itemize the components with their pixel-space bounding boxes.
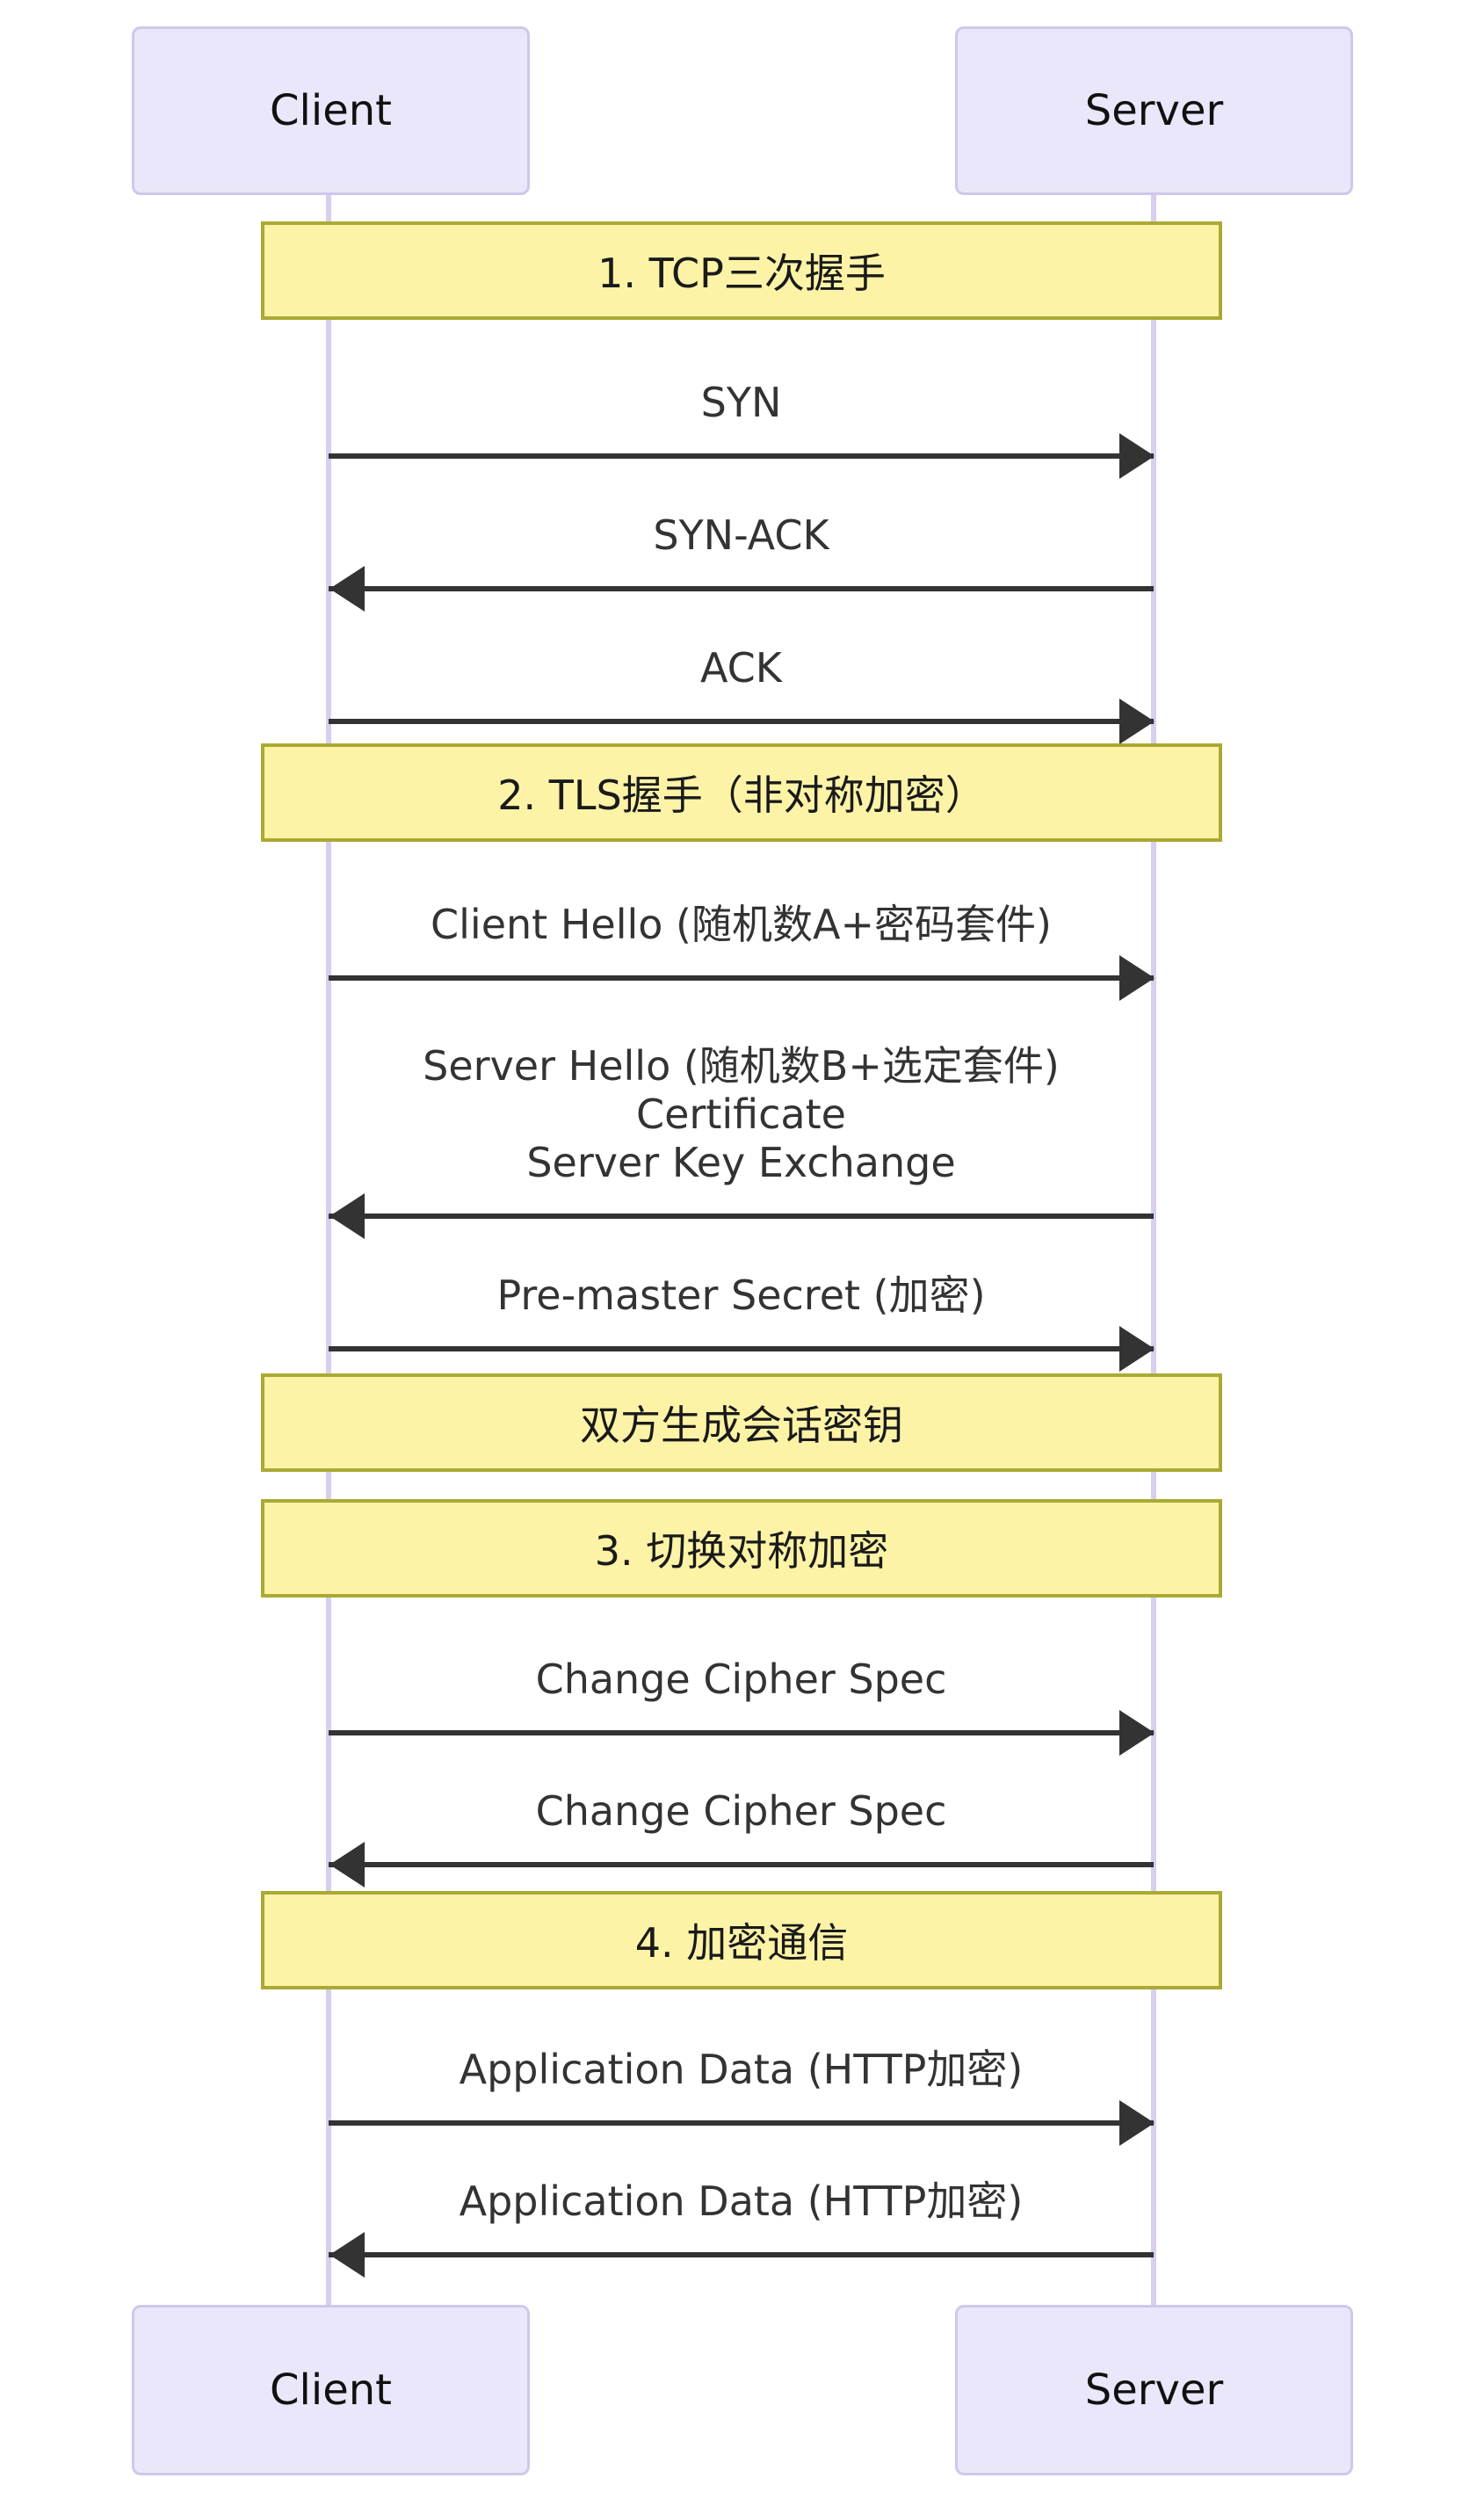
message-line-text: Change Cipher Spec [535, 1787, 947, 1835]
message-text: Application Data (HTTP加密) [329, 2046, 1154, 2094]
lifeline-server [1151, 195, 1156, 2305]
actor-label: Server [1084, 2366, 1224, 2415]
note: 1. TCP三次握手 [261, 221, 1222, 320]
message-line-text: Pre-master Secret (加密) [496, 1272, 986, 1319]
message-arrow-line [329, 2252, 1154, 2257]
message-arrowhead-icon [329, 2232, 365, 2278]
actor-label: Server [1084, 86, 1224, 135]
actor-label: Client [270, 86, 392, 135]
message-arrow-line [329, 719, 1154, 724]
message-arrowhead-icon [1118, 2100, 1155, 2146]
message-line-text: Application Data (HTTP加密) [459, 2046, 1024, 2093]
message-line-text: SYN [700, 379, 782, 426]
note: 4. 加密通信 [261, 1891, 1222, 1989]
note: 3. 切换对称加密 [261, 1499, 1222, 1598]
message-text: Pre-master Secret (加密) [329, 1272, 1154, 1320]
message-line-text: Server Hello (随机数B+选定套件) [423, 1042, 1060, 1090]
message-arrowhead-icon [329, 1193, 365, 1239]
message-line-text: ACK [700, 644, 782, 692]
lifeline-client [326, 195, 331, 2305]
message-text: Change Cipher Spec [329, 1656, 1154, 1704]
actor-client-bottom: Client [132, 2305, 530, 2475]
actor-client-top: Client [132, 26, 530, 195]
message-text: Application Data (HTTP加密) [329, 2177, 1154, 2226]
message-arrowhead-icon [1118, 699, 1155, 744]
message-arrowhead-icon [329, 566, 365, 612]
message-arrowhead-icon [1118, 433, 1155, 479]
message-arrow-line [329, 1862, 1154, 1867]
actor-label: Client [270, 2366, 392, 2415]
actor-server-bottom: Server [955, 2305, 1353, 2475]
message-line-text: Application Data (HTTP加密) [459, 2177, 1024, 2225]
message-line-text: Change Cipher Spec [535, 1656, 947, 1703]
message-line-text: SYN-ACK [653, 511, 829, 559]
message-line-text: Client Hello (随机数A+密码套件) [431, 901, 1052, 948]
message-arrow-line [329, 1346, 1154, 1351]
message-arrow-line [329, 1214, 1154, 1219]
message-arrow-line [329, 1730, 1154, 1735]
message-text: SYN [329, 379, 1154, 427]
message-arrow-line [329, 975, 1154, 981]
message-arrowhead-icon [329, 1842, 365, 1887]
message-arrow-line [329, 453, 1154, 459]
message-arrow-line [329, 586, 1154, 591]
message-arrowhead-icon [1118, 1710, 1155, 1756]
note: 2. TLS握手（非对称加密） [261, 743, 1222, 842]
message-text: ACK [329, 644, 1154, 692]
message-text: Change Cipher Spec [329, 1787, 1154, 1836]
message-line-text: Certificate [636, 1090, 846, 1138]
message-arrowhead-icon [1118, 1326, 1155, 1372]
message-arrow-line [329, 2120, 1154, 2126]
message-arrowhead-icon [1118, 955, 1155, 1001]
note: 双方生成会话密钥 [261, 1373, 1222, 1472]
message-text: SYN-ACK [329, 511, 1154, 560]
message-line-text: Server Key Exchange [526, 1139, 956, 1186]
actor-server-top: Server [955, 26, 1353, 195]
message-text: Client Hello (随机数A+密码套件) [329, 901, 1154, 949]
